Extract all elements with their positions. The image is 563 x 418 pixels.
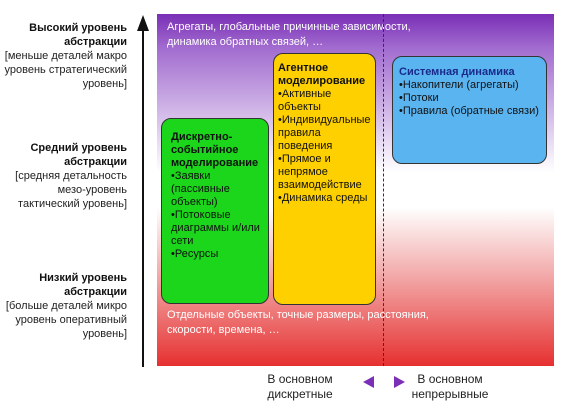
label-mostly-discrete: В основном дискретные <box>267 372 333 401</box>
box-discrete-title: Дискретно-событийное моделирование <box>171 131 259 169</box>
arrow-left-icon <box>363 376 374 388</box>
level-high-title: Высокий уровень абстракции <box>29 22 127 48</box>
list-item: Динамика среды <box>278 192 370 205</box>
level-high-desc: [меньше деталей макро уровень стратегиче… <box>4 50 127 90</box>
abstraction-axis-arrow <box>137 15 149 367</box>
list-item: Активные объекты <box>278 88 370 114</box>
level-mid: Средний уровень абстракции [средняя дета… <box>0 141 127 211</box>
list-item: Правила (обратные связи) <box>399 105 540 118</box>
box-system-dynamics: Системная динамика Накопители (агрегаты)… <box>392 56 547 164</box>
box-discrete-event: Дискретно-событийное моделирование Заявк… <box>161 118 269 304</box>
diagram-panel: Агрегаты, глобальные причинные зависимос… <box>157 14 554 366</box>
discrete-continuous-divider <box>383 14 384 366</box>
list-item: Заявки (пассивные объекты) <box>171 170 262 209</box>
list-item: Ресурсы <box>171 248 262 261</box>
box-agent-based: Агентное моделирование Активные объекты … <box>273 53 376 305</box>
list-item: Индивидуальные правила поведения <box>278 114 371 153</box>
arrow-right-icon <box>394 376 405 388</box>
list-item: Потоки <box>399 92 540 105</box>
level-high: Высокий уровень абстракции [меньше детал… <box>0 21 127 91</box>
list-item: Прямое и непрямое взаимодействие <box>278 153 370 192</box>
note-bottom: Отдельные объекты, точные размеры, расст… <box>167 309 429 336</box>
level-low-title: Низкий уровень абстракции <box>39 272 127 298</box>
level-mid-desc: [средняя детальность мезо-уровень тактич… <box>15 170 127 210</box>
box-agent-title: Агентное моделирование <box>278 62 366 87</box>
level-low: Низкий уровень абстракции [больше детале… <box>0 271 127 341</box>
list-item: Накопители (агрегаты) <box>399 79 540 92</box>
label-mostly-continuous: В основном непрерывные <box>411 372 489 401</box>
note-top: Агрегаты, глобальные причинные зависимос… <box>167 21 411 48</box>
box-system-title: Системная динамика <box>399 66 515 78</box>
list-item: Потоковые диаграммы и/или сети <box>171 209 262 248</box>
level-mid-title: Средний уровень абстракции <box>30 142 127 168</box>
level-low-desc: [больше деталей микро уровень оперативны… <box>5 300 127 340</box>
